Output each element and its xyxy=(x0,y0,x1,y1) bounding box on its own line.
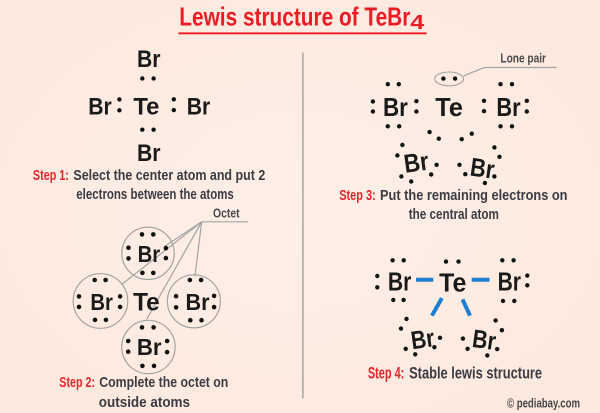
svg-text:Br: Br xyxy=(498,268,521,296)
svg-text:Br: Br xyxy=(496,92,520,122)
svg-text:Br: Br xyxy=(138,241,161,267)
svg-text:Br: Br xyxy=(137,334,162,360)
svg-text:Select the center atom and put: Select the center atom and put 2 xyxy=(73,167,265,184)
svg-text:Te: Te xyxy=(133,288,160,316)
svg-text:Step 1:: Step 1: xyxy=(33,167,69,184)
svg-text:Complete the octet on: Complete the octet on xyxy=(99,374,228,391)
svg-text:the central atom: the central atom xyxy=(409,206,499,223)
svg-text:Step 3:: Step 3: xyxy=(339,187,376,204)
svg-text:Te: Te xyxy=(133,93,159,120)
svg-text:Br: Br xyxy=(471,325,498,356)
svg-text:Br: Br xyxy=(88,93,112,120)
svg-text:electrons between the atoms: electrons between the atoms xyxy=(76,186,234,203)
svg-text:Lone pair: Lone pair xyxy=(500,51,546,65)
svg-text:Stable lewis structure: Stable lewis structure xyxy=(409,364,542,382)
svg-text:Br: Br xyxy=(388,268,411,296)
svg-text:Te: Te xyxy=(439,269,466,297)
svg-text:Br: Br xyxy=(137,140,161,167)
svg-text:Br: Br xyxy=(383,92,408,122)
svg-text:Br: Br xyxy=(402,146,431,179)
svg-text:Step 4:: Step 4: xyxy=(368,364,404,382)
svg-text:Br: Br xyxy=(186,289,210,315)
svg-text:Lewis structure of TeBr: Lewis structure of TeBr xyxy=(179,2,410,32)
svg-text:Put the remaining electrons on: Put the remaining electrons on xyxy=(380,187,568,204)
svg-text:Br: Br xyxy=(137,46,161,73)
svg-text:Step 2:: Step 2: xyxy=(59,374,95,391)
svg-text:Br: Br xyxy=(187,93,211,120)
svg-text:outside atoms: outside atoms xyxy=(99,394,190,411)
svg-text:Br: Br xyxy=(409,324,436,355)
svg-text:4: 4 xyxy=(410,12,425,34)
svg-text:Br: Br xyxy=(468,152,496,185)
svg-text:Octet: Octet xyxy=(213,207,240,221)
svg-text:Te: Te xyxy=(435,92,463,122)
svg-text:Br: Br xyxy=(90,289,113,315)
svg-text:© pediabay.com: © pediabay.com xyxy=(507,396,580,410)
